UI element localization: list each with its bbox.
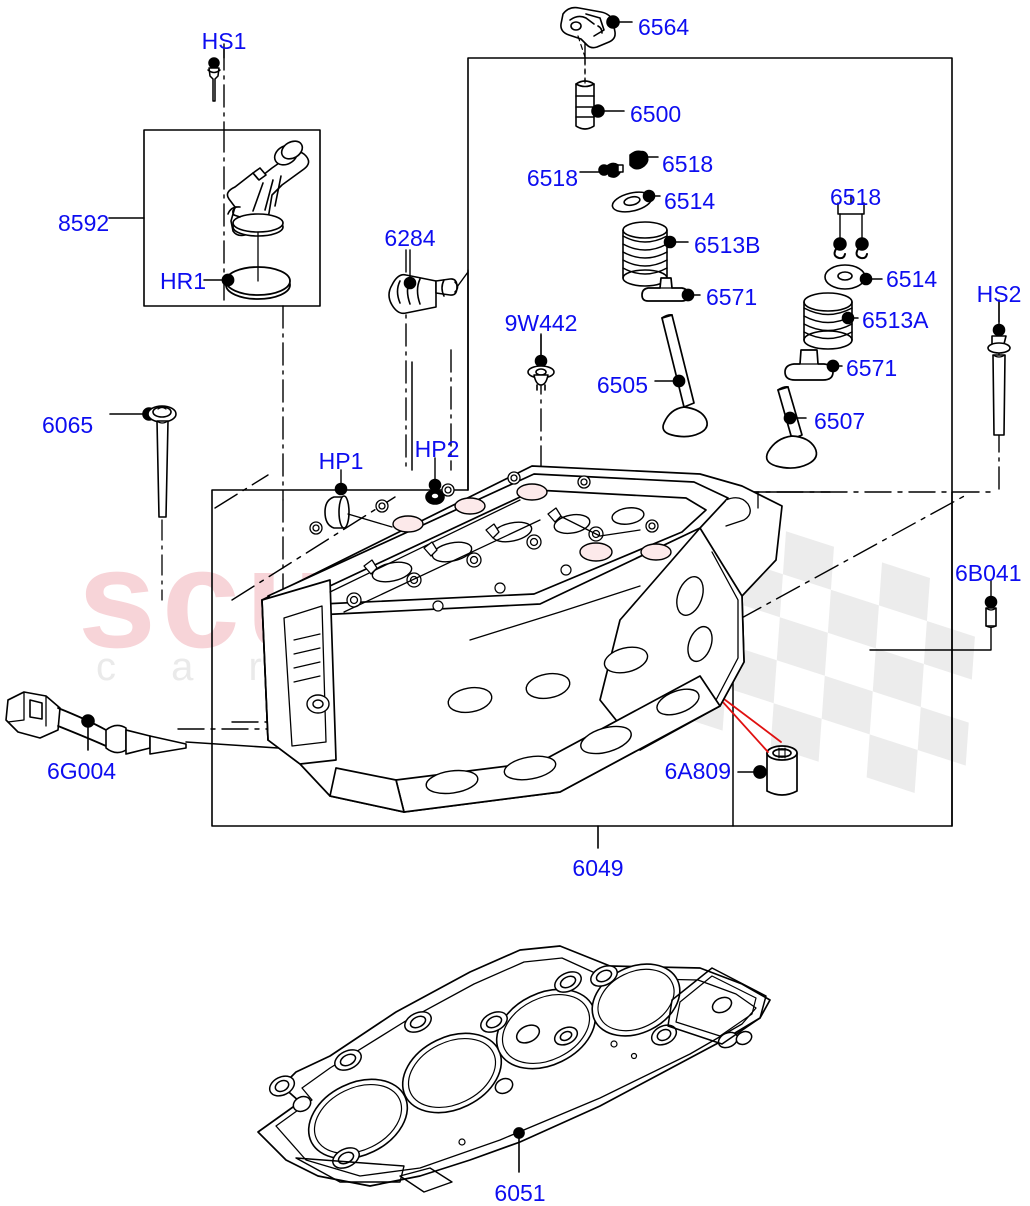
label-6049: 6049: [572, 855, 624, 881]
part-6518-collets-left: [579, 150, 659, 178]
label-6G004: 6G004: [47, 758, 117, 784]
part-6507-intake-valve: [765, 385, 818, 469]
part-6G004-temp-sensor: [5, 691, 279, 755]
part-6B041-dowel: [869, 579, 998, 651]
part-6049-cylinder-head: [261, 465, 783, 813]
part-6571-seal-right: [784, 349, 843, 381]
part-HS2-head-bolt: [987, 301, 1011, 436]
label-6518-b: 6518: [662, 151, 714, 177]
part-6514-cap-right: [824, 264, 883, 290]
part-6284-sensor: [388, 249, 469, 315]
label-6518-a: 6518: [526, 165, 578, 191]
label-9W442: 9W442: [504, 310, 578, 336]
label-HR1: HR1: [160, 268, 207, 294]
label-6571-a: 6571: [706, 284, 758, 310]
label-HS2: HS2: [976, 281, 1022, 307]
group-box-8592: [108, 129, 321, 307]
label-HP2: HP2: [414, 436, 460, 462]
label-HP1: HP1: [318, 448, 364, 474]
part-6505-exhaust-valve: [654, 313, 708, 438]
label-6518-c: 6518: [830, 184, 882, 210]
part-9W442-oil-jet: [527, 333, 555, 391]
part-8592-housing: [226, 140, 310, 237]
part-6571-seal-left: [641, 277, 701, 302]
part-HS1-stud: [207, 43, 225, 102]
part-HP2-core-plug: [425, 457, 445, 505]
part-6A809-gallery-plug: [737, 745, 798, 796]
label-6A809: 6A809: [664, 758, 731, 784]
label-6513B: 6513B: [694, 232, 761, 258]
label-HS1: HS1: [201, 28, 247, 54]
part-6500-lash-adjuster: [575, 59, 625, 130]
label-6284: 6284: [384, 225, 436, 251]
label-6571-b: 6571: [846, 355, 898, 381]
part-6065-head-bolt: [109, 405, 177, 601]
label-6507: 6507: [814, 408, 866, 434]
part-6514-cap-left: [611, 189, 661, 213]
label-6051: 6051: [494, 1180, 546, 1206]
label-6065: 6065: [42, 412, 94, 438]
part-6564-rocker-arm: [560, 6, 633, 61]
label-6500: 6500: [630, 101, 682, 127]
part-6513A-spring: [803, 292, 859, 350]
part-6513B-spring: [622, 221, 689, 287]
label-6B041: 6B041: [955, 560, 1022, 586]
label-6514-b: 6514: [886, 266, 938, 292]
label-6505: 6505: [596, 372, 648, 398]
part-6518-collets-right: [833, 195, 869, 260]
part-6051-head-gasket: [257, 945, 771, 1193]
part-HP1-core-plug: [324, 469, 393, 529]
label-6513A: 6513A: [862, 307, 929, 333]
label-6564: 6564: [638, 14, 690, 40]
part-HR1-oring: [203, 231, 291, 300]
label-8592: 8592: [58, 210, 110, 236]
label-6514-a: 6514: [664, 188, 716, 214]
